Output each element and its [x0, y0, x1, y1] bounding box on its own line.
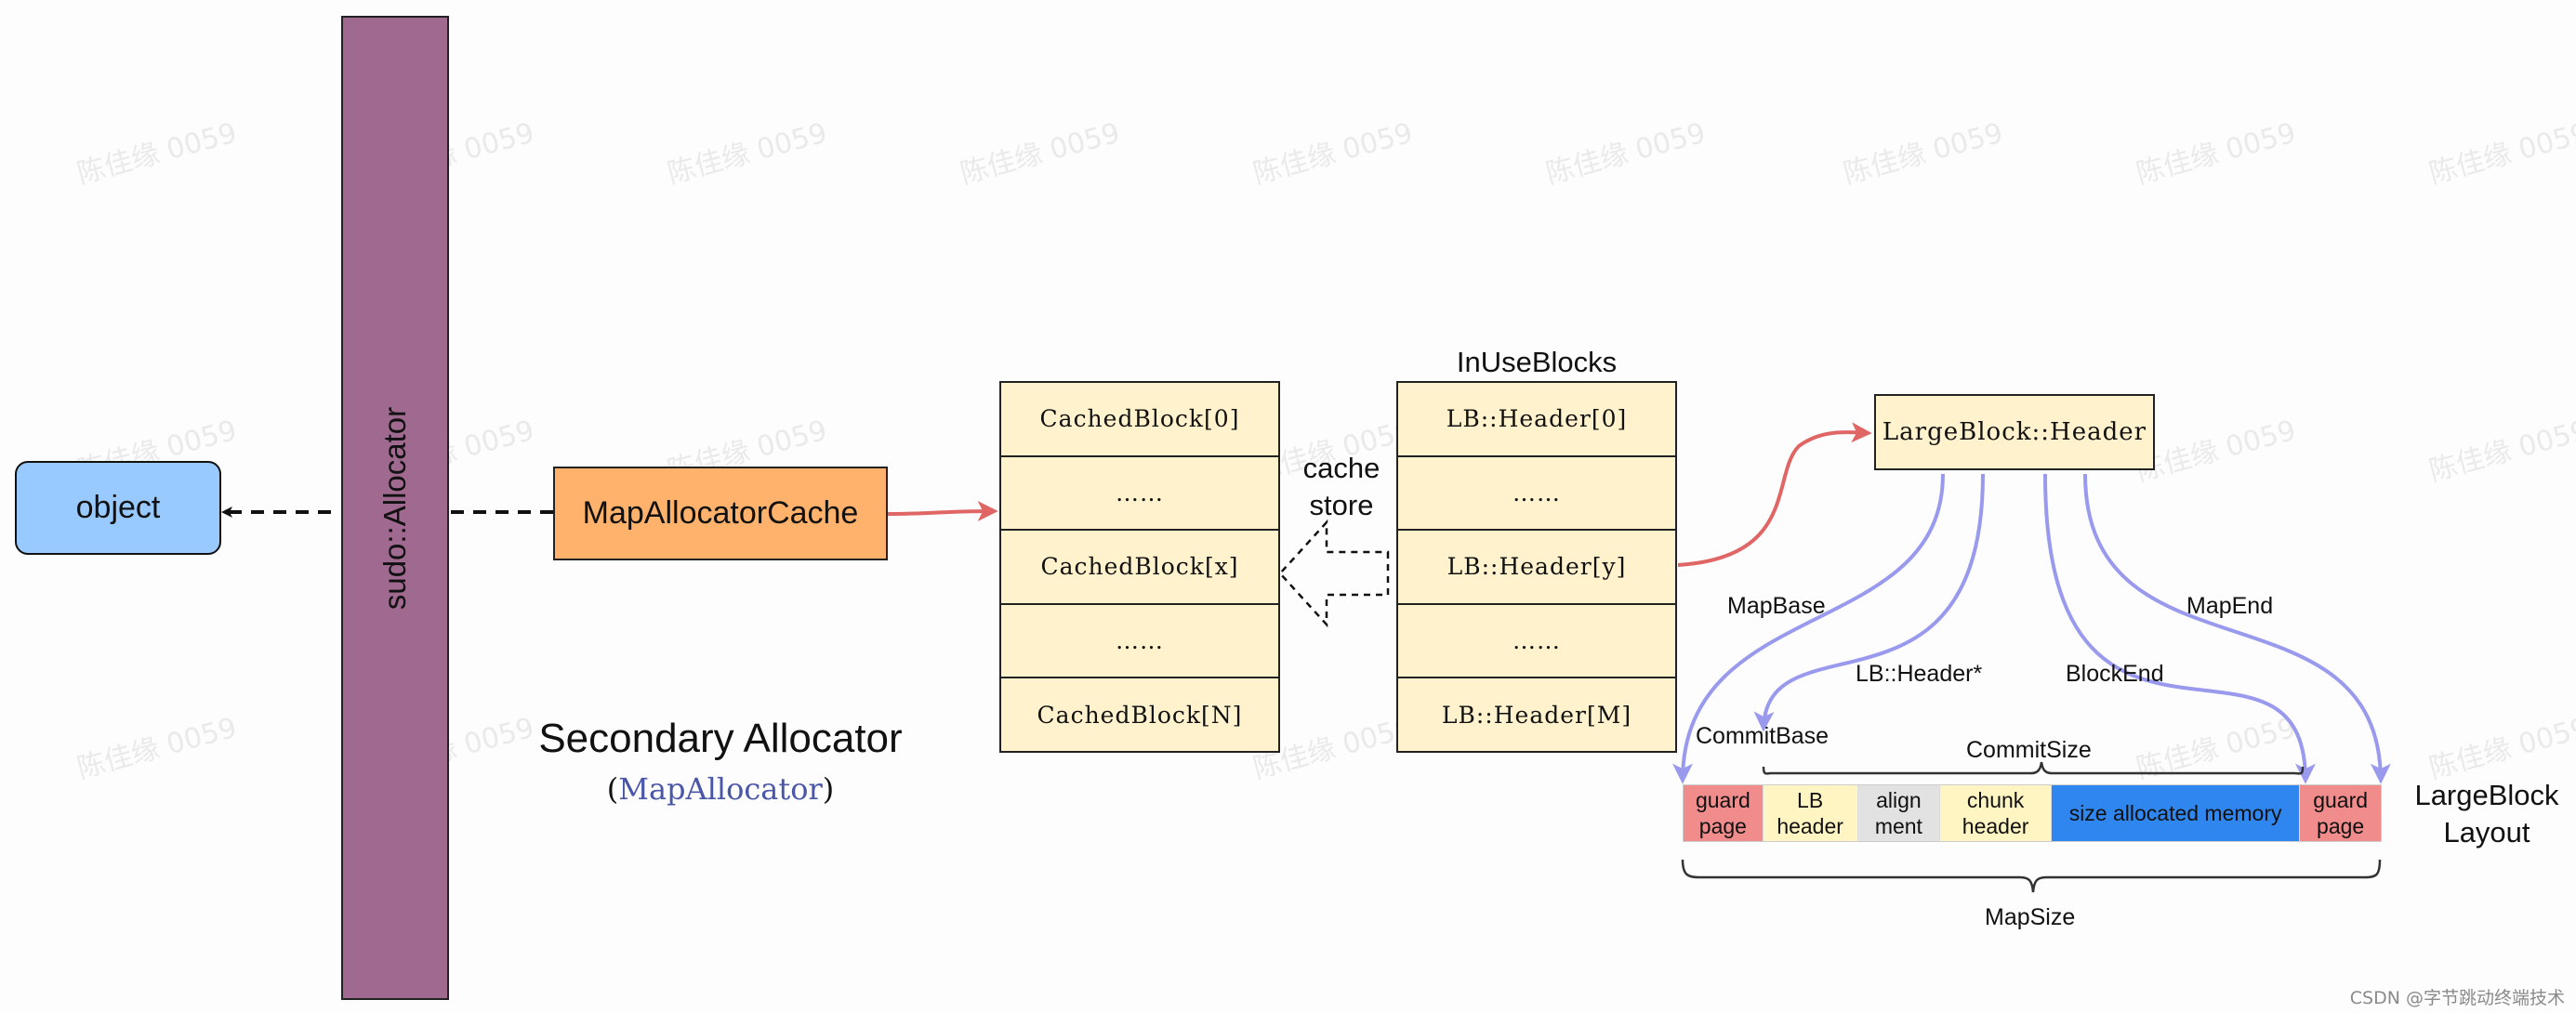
cached-block-ellipsis: ……: [1001, 605, 1278, 679]
subtitle-open-paren: (: [606, 771, 619, 807]
in-use-header-y: LB::Header[y]: [1398, 531, 1675, 605]
block-end-label: BlockEnd: [2066, 661, 2164, 687]
map-end-arrow: [2083, 473, 2391, 784]
large-block-header-box: LargeBlock::Header: [1874, 394, 2155, 470]
cache-label: MapAllocatorCache: [582, 495, 859, 531]
commit-size-label: CommitSize: [1966, 737, 2092, 763]
lb-header-arrow: [1753, 473, 1985, 732]
lb-header-pointer-label: LB::Header*: [1856, 661, 1983, 687]
map-base-label: MapBase: [1727, 593, 1826, 619]
header-to-largeblock-arrow: [1677, 422, 1872, 567]
cache-store-line2: store: [1309, 489, 1374, 521]
cached-block-0: CachedBlock[0]: [1001, 383, 1278, 457]
allocator-bar: sudo::Allocator: [341, 16, 449, 1000]
cached-block-list: CachedBlock[0] …… CachedBlock[x] …… Cach…: [999, 381, 1280, 753]
cached-block-ellipsis: ……: [1001, 457, 1278, 532]
map-base-arrow: [1672, 473, 1945, 784]
commit-size-bracket: [1762, 761, 2305, 775]
secondary-allocator-subtitle: (MapAllocator): [528, 771, 913, 807]
allocated-memory-segment: size allocated memory: [2051, 785, 2301, 841]
layout-title-line2: Layout: [2443, 816, 2530, 849]
map-end-label: MapEnd: [2186, 593, 2274, 619]
in-use-ellipsis: ……: [1398, 457, 1675, 532]
in-use-header-m: LB::Header[M]: [1441, 701, 1632, 729]
in-use-ellipsis: ……: [1398, 605, 1675, 679]
secondary-allocator-title: Secondary Allocator: [538, 716, 903, 761]
in-use-header-0: LB::Header[0]: [1398, 383, 1675, 457]
layout-title-line1: LargeBlock: [2414, 779, 2559, 811]
cache-store-label: cache store: [1285, 450, 1398, 524]
cache-store-line1: cache: [1302, 452, 1380, 484]
block-end-arrow: [2043, 473, 2316, 784]
subtitle-name: MapAllocator: [618, 771, 823, 807]
cached-block-x: CachedBlock[x]: [1001, 531, 1278, 605]
in-use-blocks-title: InUseBlocks: [1456, 346, 1618, 378]
map-size-label: MapSize: [1985, 904, 2076, 930]
subtitle-close-paren: ): [822, 771, 835, 807]
large-block-layout-title: LargeBlock Layout: [2398, 777, 2575, 851]
object-label: object: [75, 490, 161, 525]
cached-block-n: CachedBlock[N]: [1037, 701, 1243, 729]
in-use-block-list: LB::Header[0] …… LB::Header[y] …… LB::He…: [1396, 381, 1677, 753]
map-allocator-cache-box: MapAllocatorCache: [553, 467, 888, 560]
allocator-label: sudo::Allocator: [377, 406, 413, 610]
cache-to-cached-blocks-arrow: [887, 501, 998, 522]
large-block-header-label: LargeBlock::Header: [1882, 418, 2147, 446]
cache-store-arrow: [1278, 519, 1390, 628]
commit-base-label: CommitBase: [1696, 723, 1830, 749]
credit-text: CSDN @字节跳动终端技术: [2349, 988, 2565, 1008]
map-size-bracket: [1681, 859, 2382, 893]
object-box: object: [15, 461, 221, 555]
